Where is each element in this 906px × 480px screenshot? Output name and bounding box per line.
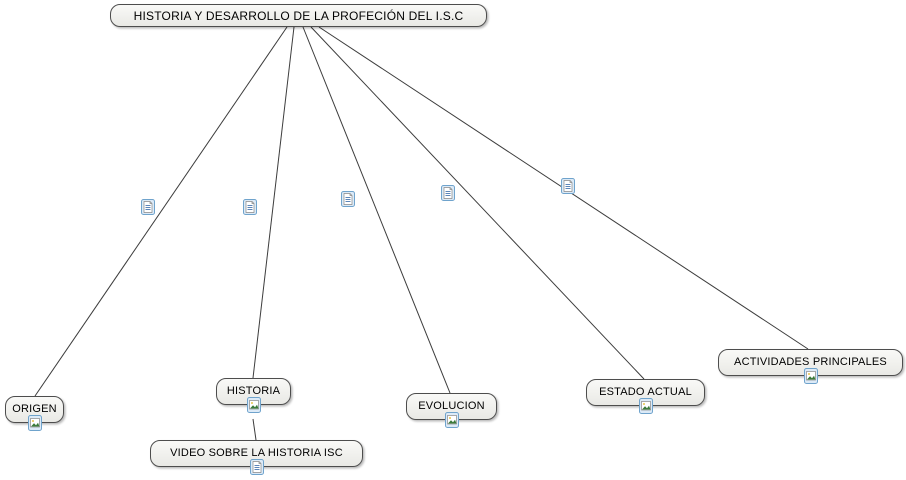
document-resource-icon[interactable] [249,459,264,475]
concept-label: ESTADO ACTUAL [599,386,692,398]
concept-node-historia[interactable]: HISTORIA [216,378,291,413]
concept-node-origen[interactable]: ORIGEN [5,396,64,431]
concept-node-video-historia[interactable]: VIDEO SOBRE LA HISTORIA ISC [150,440,363,475]
concept-node-root[interactable]: HISTORIA Y DESARROLLO DE LA PROFECIÓN DE… [110,4,487,27]
concept-node-estado-actual[interactable]: ESTADO ACTUAL [586,379,705,414]
concept-label: VIDEO SOBRE LA HISTORIA ISC [170,447,343,459]
image-resource-icon[interactable] [638,398,653,414]
link-line-root-evolucion [302,26,451,394]
concept-label: ACTIVIDADES PRINCIPALES [734,356,887,368]
link-line-root-estado-actual [310,26,645,380]
concept-node-actividades-principales[interactable]: ACTIVIDADES PRINCIPALES [718,349,903,384]
concept-label: HISTORIA [226,385,281,397]
image-resource-icon[interactable] [246,397,261,413]
image-resource-icon[interactable] [27,415,42,431]
document-resource-icon[interactable] [561,178,575,194]
link-line-root-historia [252,26,295,379]
document-resource-icon[interactable] [243,199,257,215]
image-resource-icon[interactable] [444,412,459,428]
link-line-historia-video [252,418,257,441]
image-resource-icon[interactable] [803,368,818,384]
concept-label: EVOLUCION [418,400,485,412]
document-resource-icon[interactable] [141,199,155,215]
concept-label: HISTORIA Y DESARROLLO DE LA PROFECIÓN DE… [133,8,464,23]
concept-label: ORIGEN [12,403,57,415]
concept-node-evolucion[interactable]: EVOLUCION [406,393,497,428]
document-resource-icon[interactable] [341,191,355,207]
document-resource-icon[interactable] [441,185,455,201]
